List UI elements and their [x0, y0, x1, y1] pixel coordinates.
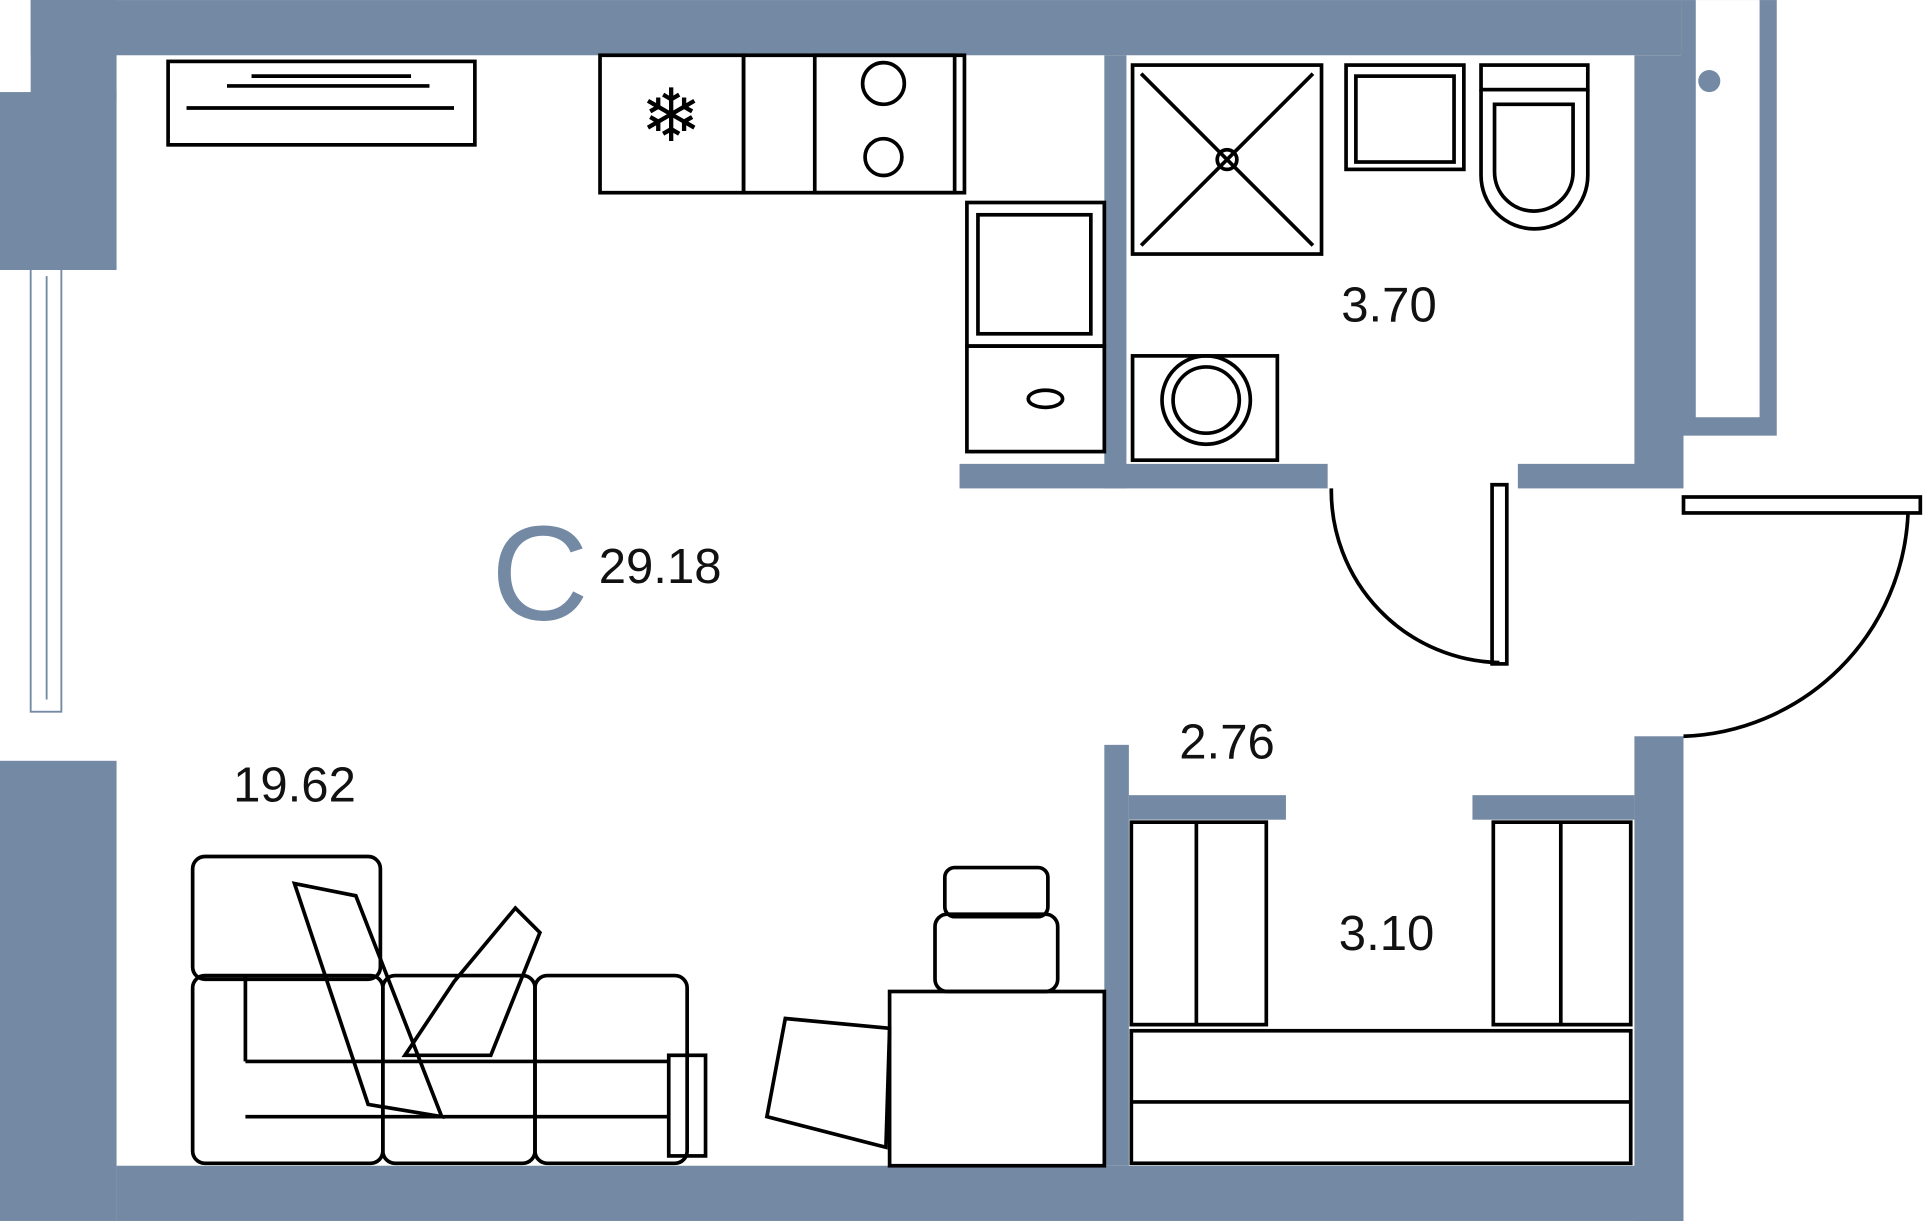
bathroom-area-label: 3.70 — [1341, 279, 1437, 333]
hall-area-label: 2.76 — [1179, 715, 1275, 769]
apartment-type-letter: С — [491, 498, 588, 649]
sofa — [190, 854, 708, 1166]
desk-and-chairs — [764, 865, 1107, 1168]
living-area-label: 19.62 — [233, 758, 356, 812]
wardrobes — [1129, 820, 1633, 1166]
window — [29, 262, 63, 713]
doors — [1329, 482, 1923, 739]
snowflake-icon: ❄ — [640, 75, 702, 157]
bathroom-fixtures — [1130, 63, 1590, 463]
wardrobe-area-label: 3.10 — [1339, 907, 1435, 961]
walls — [0, 0, 1777, 1221]
kitchen-units: ❄ — [598, 53, 1107, 454]
stove-icon — [166, 59, 477, 147]
total-area-label: 29.18 — [599, 540, 722, 594]
